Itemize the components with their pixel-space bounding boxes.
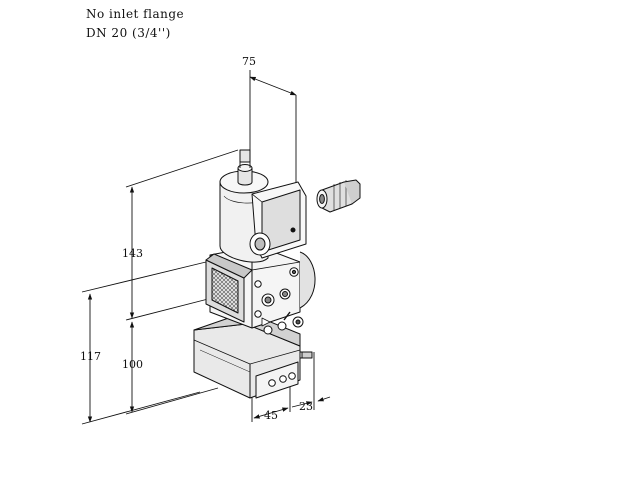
connector-screw-icon — [290, 227, 296, 233]
dim-line-bottom-offset — [291, 401, 313, 408]
extension-line — [81, 261, 207, 293]
screw-icon — [279, 375, 287, 383]
port-icon — [263, 325, 273, 335]
extension-line — [125, 297, 213, 321]
screw-icon — [254, 280, 262, 288]
screw-icon — [288, 372, 296, 380]
extension-line — [125, 387, 219, 415]
screw-icon — [268, 379, 276, 387]
note-inlet-flange: No inlet flange — [86, 7, 185, 21]
extension-line — [125, 149, 239, 188]
valve-assembly — [193, 149, 361, 399]
dim-line-bottom-width — [253, 407, 289, 419]
label-height-upper: 143 — [122, 247, 143, 260]
screw-icon — [254, 310, 262, 318]
extension-line — [81, 391, 201, 425]
coil-actuator — [219, 149, 307, 263]
port-icon — [277, 321, 287, 331]
inlet-mesh — [211, 267, 239, 314]
pin-connector — [301, 351, 313, 359]
coil-nut — [239, 149, 251, 163]
dim-line-bottom-offset-arrow — [317, 396, 331, 402]
label-top-width: 75 — [242, 55, 256, 68]
flow-arrow-icon — [261, 317, 271, 327]
direction-arrow-icon — [283, 311, 291, 321]
label-bottom-offset: 23 — [299, 400, 313, 413]
label-height-lower: 100 — [122, 358, 143, 371]
label-height-total: 117 — [80, 350, 101, 363]
cable-gland — [316, 179, 361, 213]
dimension-lines — [81, 70, 331, 425]
dim-line-top-width — [249, 76, 297, 96]
note-dn-size: DN 20 (3/4'') — [86, 26, 171, 40]
label-bottom-width: 45 — [264, 409, 278, 422]
